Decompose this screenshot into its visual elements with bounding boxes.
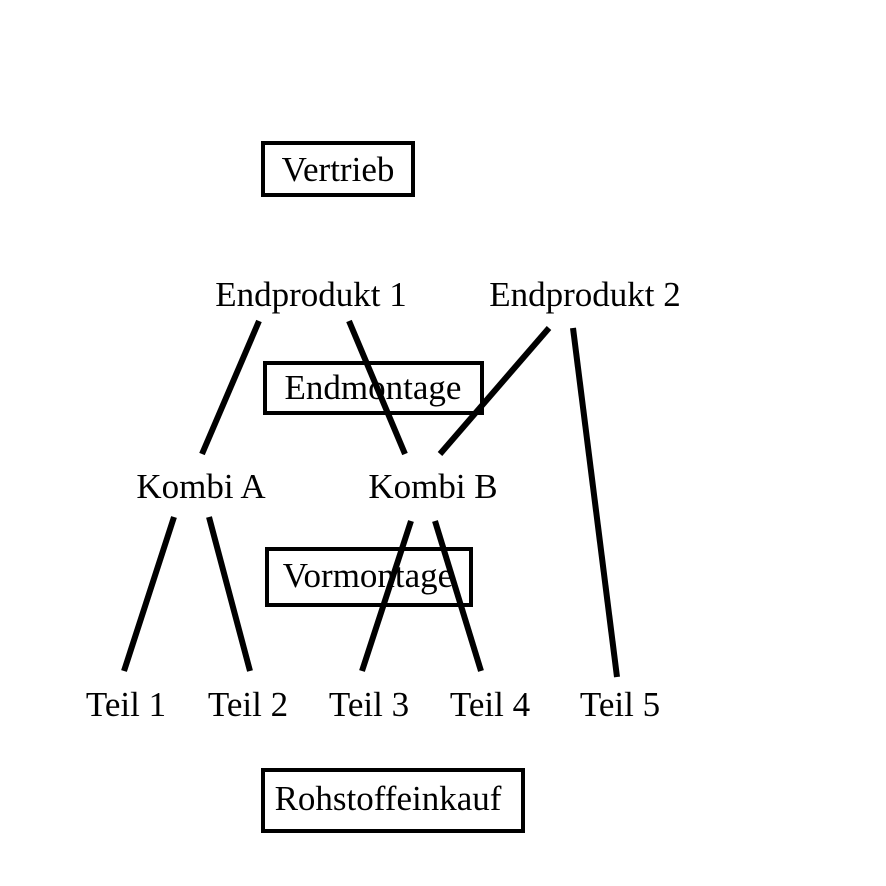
stage-box-vertrieb (261, 141, 415, 197)
stage-endmontage: Endmontage (263, 361, 484, 415)
edge-endprodukt1-kombia (199, 319, 262, 456)
node-teil-2: Teil 2 (208, 685, 288, 724)
edge-kombib-teil3 (359, 520, 414, 672)
node-endprodukt-1: Endprodukt 1 (215, 275, 407, 314)
stage-rohstoffeinkauf: Rohstoffeinkauf (261, 768, 525, 833)
stage-label-rohstoffeinkauf: Rohstoffeinkauf (275, 779, 502, 818)
stage-box-vormontage (265, 547, 473, 607)
stage-vertrieb: Vertrieb (261, 141, 415, 197)
node-endprodukt-2: Endprodukt 2 (489, 275, 681, 314)
node-kombi-a: Kombi A (136, 467, 266, 506)
edge-endprodukt2-kombib (437, 326, 552, 456)
node-teil-4: Teil 4 (450, 685, 530, 724)
stage-label-vertrieb: Vertrieb (282, 150, 395, 189)
stage-vormontage: Vormontage (265, 547, 473, 607)
node-teil-3: Teil 3 (329, 685, 409, 724)
edge-kombia-teil1 (121, 516, 177, 672)
node-teil-1: Teil 1 (86, 685, 166, 724)
node-teil-5: Teil 5 (580, 685, 660, 724)
edge-endprodukt2-teil5 (570, 327, 620, 678)
edge-kombib-teil4 (432, 520, 484, 672)
node-kombi-b: Kombi B (368, 467, 497, 506)
stage-label-vormontage: Vormontage (283, 556, 453, 595)
edge-kombia-teil2 (206, 516, 253, 672)
edge-endprodukt1-kombib (346, 319, 408, 456)
stage-box-rohstoffeinkauf (261, 768, 525, 833)
stage-box-endmontage (263, 361, 484, 415)
